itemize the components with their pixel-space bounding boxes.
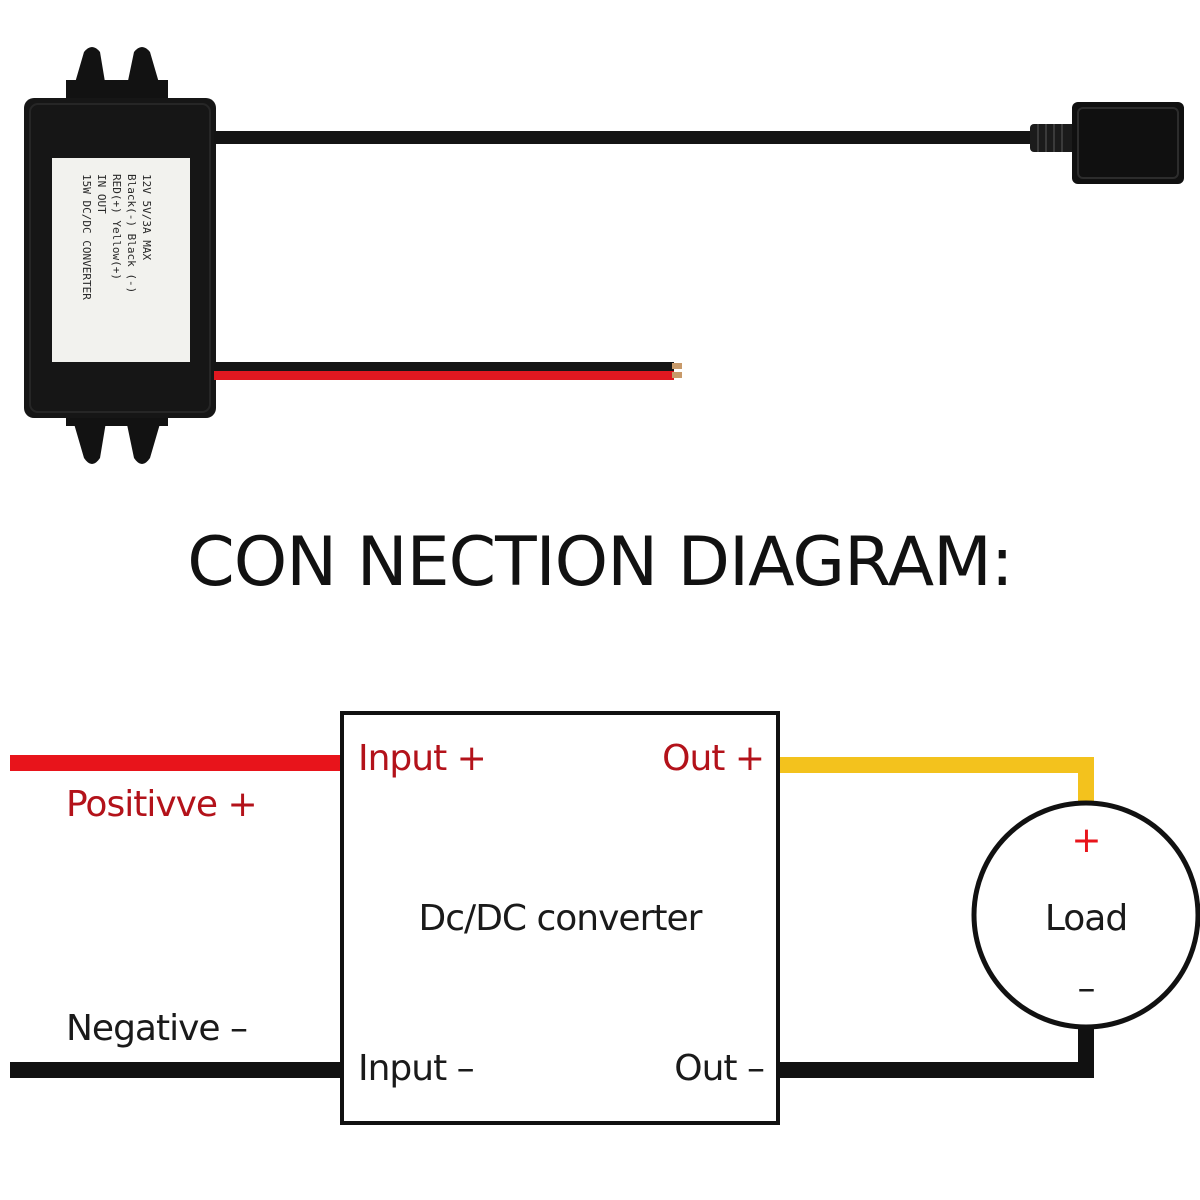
output-negative-wire — [778, 1026, 1094, 1078]
load-circle — [971, 800, 1200, 1030]
negative-label: Negative – — [66, 1008, 247, 1049]
load-label: Load — [1045, 898, 1127, 939]
converter-box-label: Dc/DC converter — [419, 898, 703, 939]
load-plus-label: + — [1071, 820, 1100, 861]
load-minus-label: – — [1078, 968, 1095, 1009]
input-minus-label: Input – — [358, 1048, 474, 1089]
sticker-line-4: Black(-) Black (-) — [125, 174, 138, 293]
usb-connector-icon — [1072, 102, 1184, 184]
positive-input-wire — [10, 755, 342, 771]
diagram-title: CON NECTION DIAGRAM: — [187, 523, 1012, 602]
usb-strain-relief — [1030, 124, 1076, 152]
dcdc-converter-box — [340, 711, 780, 1125]
converter-product-illustration: 15W DC/DC CONVERTER IN OUT RED(+) Yellow… — [24, 47, 1184, 464]
out-plus-label: Out + — [662, 738, 764, 779]
input-plus-label: Input + — [358, 738, 486, 779]
sticker-line-2: IN OUT — [95, 174, 108, 214]
out-minus-label: Out – — [674, 1048, 764, 1089]
positive-label: Positivve + — [66, 784, 257, 825]
sticker-line-3: RED(+) Yellow(+) — [110, 174, 123, 280]
negative-input-wire — [10, 1062, 342, 1078]
sticker-line-1: 15W DC/DC CONVERTER — [80, 174, 93, 300]
output-positive-wire — [778, 757, 1094, 808]
connection-diagram: Positivve + Negative – Input + Out + Dc/… — [10, 711, 1200, 1125]
usb-output-cable — [214, 131, 1044, 144]
converter-label-sticker — [52, 158, 190, 362]
input-wire-pair — [214, 362, 682, 380]
sticker-line-5: 12V 5V/3A MAX — [140, 174, 153, 260]
